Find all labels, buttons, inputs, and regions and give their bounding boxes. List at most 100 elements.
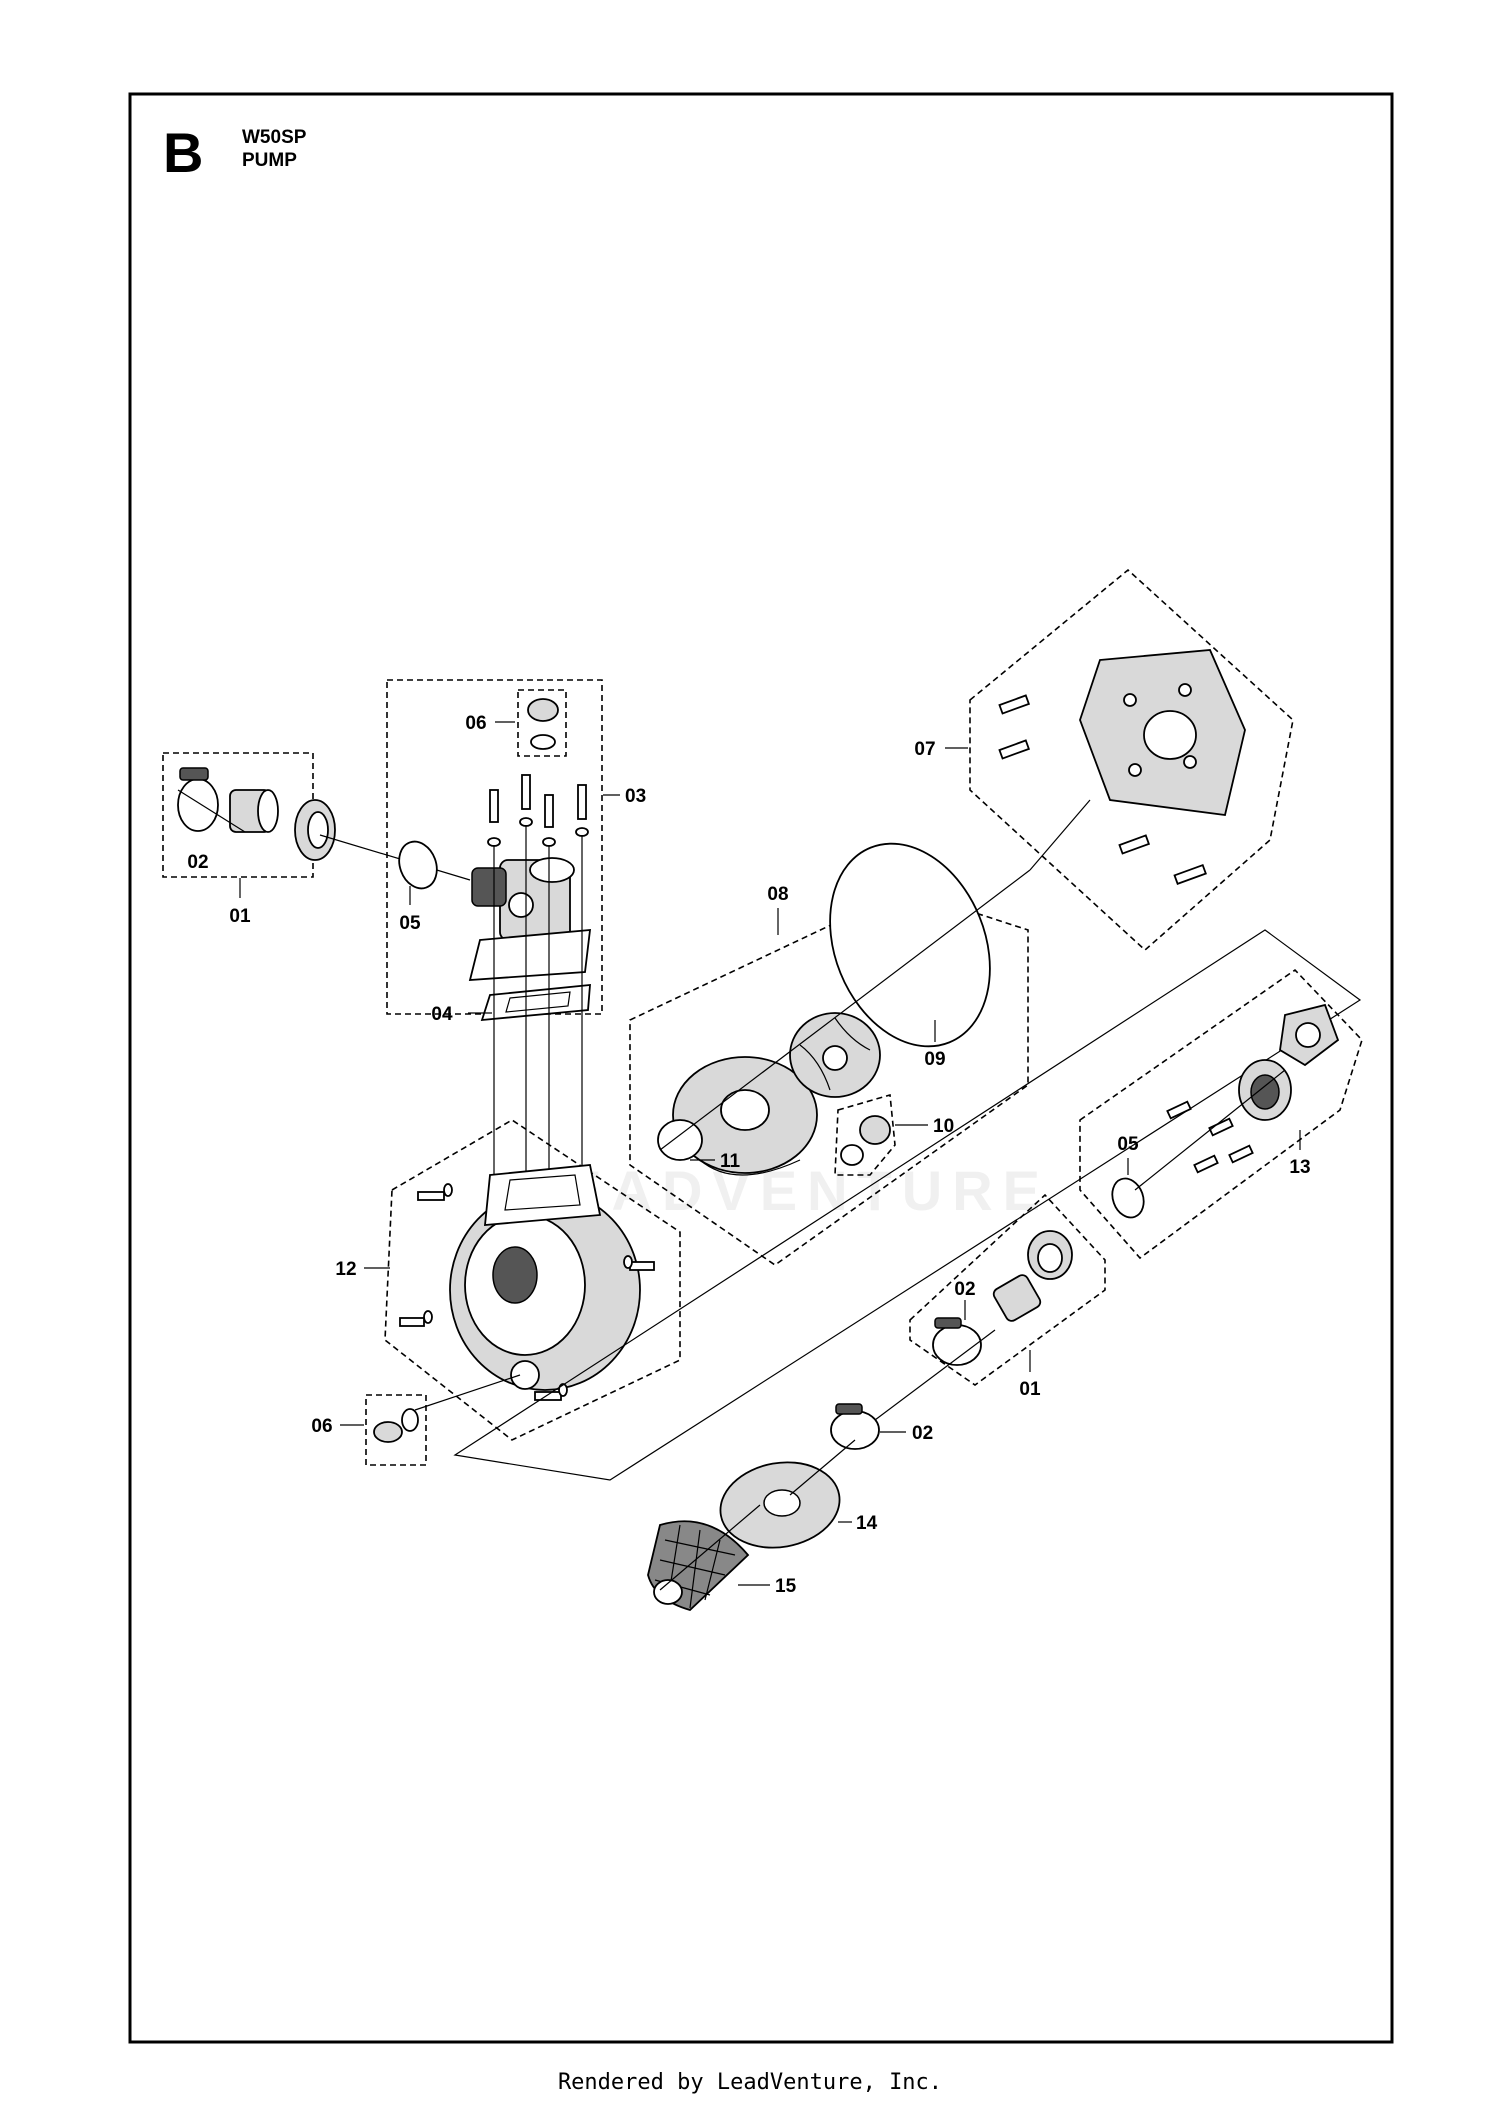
threaded-outlet-part — [471, 867, 507, 907]
hose-connector-end — [257, 789, 279, 833]
group-07 — [969, 568, 1294, 952]
callout-09: 09 — [924, 1049, 945, 1070]
gasket-inner — [505, 991, 571, 1013]
strainer-mesh — [654, 1524, 736, 1609]
clamp-screw-part — [179, 767, 209, 781]
outlet-port-part — [529, 857, 575, 883]
axis-line — [659, 869, 1031, 1151]
seal-seat-part — [840, 1144, 864, 1166]
casing-top-inner — [504, 1174, 581, 1211]
bolt-part — [1193, 1154, 1219, 1174]
threaded-nut-inner — [1037, 1243, 1063, 1273]
drain-plug-part — [373, 1421, 403, 1443]
clamp-screw-part — [934, 1317, 962, 1329]
hose-connector-part — [992, 1274, 1042, 1322]
bolt-part — [534, 1391, 562, 1401]
callout-15: 15 — [775, 1576, 797, 1597]
group-01-left — [162, 752, 336, 878]
group-03 — [386, 679, 603, 1022]
callout-01-left: 01 — [229, 906, 251, 927]
washer-part — [558, 1383, 568, 1397]
watermark: LEADVENTURE — [520, 1159, 1050, 1222]
casing-top-flange — [483, 1164, 602, 1226]
callout-08: 08 — [767, 884, 788, 905]
bolt-part — [998, 694, 1031, 715]
bolt-hole — [1128, 763, 1142, 777]
group-08 — [629, 842, 1029, 1266]
side-port-part — [508, 892, 534, 918]
group-06-bottom — [365, 1394, 427, 1466]
bolt-part — [399, 1317, 425, 1327]
model-name: W50SP — [242, 127, 307, 148]
axis-line — [1029, 799, 1091, 871]
group-10 — [834, 1093, 896, 1176]
callout-14: 14 — [856, 1513, 878, 1534]
bolt-hole — [1178, 683, 1192, 697]
gasket-part — [480, 983, 591, 1022]
drain-plug-part — [527, 698, 559, 722]
outlet-flange-part — [468, 929, 592, 981]
strainer-washer-hole — [763, 1489, 801, 1517]
bolt-part — [417, 1191, 445, 1201]
callout-02-right-upper: 02 — [954, 1279, 975, 1300]
bolt-part — [544, 794, 554, 828]
group-03-box — [386, 679, 603, 1015]
washer-part — [519, 817, 533, 827]
assembly-guide-line — [453, 929, 1362, 1481]
hose-clamp-02-part — [830, 1410, 880, 1450]
axis-line — [319, 834, 471, 881]
callout-03: 03 — [625, 786, 646, 807]
clamp-screw-part — [835, 1403, 863, 1415]
callout-07: 07 — [914, 739, 935, 760]
volute-lip — [699, 1159, 801, 1176]
oring-09-part — [829, 842, 991, 1048]
callout-13: 13 — [1289, 1157, 1310, 1178]
group-13 — [1079, 968, 1363, 1260]
washer-part — [487, 837, 501, 847]
diagram-frame — [128, 92, 1394, 2044]
callout-06-top: 06 — [465, 713, 486, 734]
impeller-vane — [799, 1044, 831, 1091]
oring-05b-part — [1111, 1177, 1145, 1219]
mechanical-seal-part — [859, 1115, 891, 1145]
callout-10: 10 — [933, 1116, 954, 1137]
washer-part — [542, 837, 556, 847]
impeller-hub-part — [822, 1045, 848, 1071]
impeller-vane — [834, 1017, 871, 1051]
bolt-part — [1173, 863, 1207, 885]
group-01-right-box — [909, 1193, 1106, 1386]
bolt-part — [1228, 1144, 1254, 1164]
casing-inlet-part — [492, 1246, 538, 1304]
callout-04: 04 — [431, 1004, 453, 1025]
group-13-box — [1079, 968, 1363, 1260]
oring-05-part — [398, 840, 438, 890]
leader-line — [177, 789, 246, 833]
strainer-part — [647, 1520, 750, 1612]
washer-part — [623, 1255, 633, 1269]
callout-12: 12 — [335, 1259, 356, 1280]
callout-02-right-lower: 02 — [912, 1423, 933, 1444]
bolt-hole — [1123, 693, 1137, 707]
axis-line — [789, 1439, 856, 1496]
group-06-bottom-box — [365, 1394, 427, 1466]
callout-02-left: 02 — [187, 852, 208, 873]
inlet-flange-center — [1295, 1022, 1321, 1048]
bolt-part — [629, 1261, 655, 1271]
section-letter: B — [163, 121, 203, 184]
callout-05-right: 05 — [1117, 1134, 1139, 1155]
plug-oring-part — [530, 734, 556, 750]
axis-line — [874, 1329, 996, 1421]
washer-part — [423, 1310, 433, 1324]
bolt-part — [1208, 1117, 1234, 1137]
inlet-body-inner — [1250, 1074, 1280, 1110]
strainer-tip — [653, 1579, 683, 1605]
washer-part — [575, 827, 589, 837]
callout-01-right: 01 — [1019, 1379, 1041, 1400]
axis-line — [1134, 1069, 1286, 1191]
back-plate-center — [1143, 710, 1197, 760]
bolt-part — [1118, 834, 1151, 855]
assembly-name: PUMP — [242, 150, 297, 171]
callout-06-bottom: 06 — [311, 1416, 332, 1437]
footer-credit: Rendered by LeadVenture, Inc. — [557, 2070, 943, 2095]
